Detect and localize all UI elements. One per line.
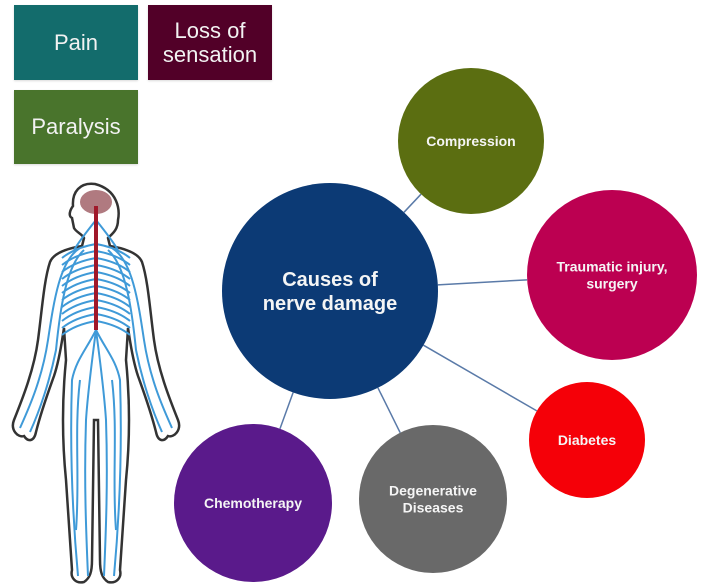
connector-line <box>377 387 401 434</box>
cause-node-traumatic-injury-surgery-label: Traumatic injury, <box>557 259 668 275</box>
cause-node-traumatic-injury-surgery-label: surgery <box>586 275 638 291</box>
nerve-path <box>61 257 131 273</box>
symptom-label: Paralysis <box>31 114 121 139</box>
connector-line <box>437 279 528 286</box>
nerve-path <box>19 247 81 429</box>
cause-node-chemotherapy: Chemotherapy <box>174 424 332 582</box>
cause-node-degenerative-diseases-circle <box>359 425 507 573</box>
nerve-path <box>61 299 131 315</box>
nerve-path <box>84 329 97 577</box>
nerve-path <box>73 219 97 251</box>
central-node-label: nerve damage <box>263 293 398 315</box>
nerve-path <box>111 247 173 429</box>
nerve-path <box>61 271 131 287</box>
nerve-path <box>75 379 81 531</box>
nerve-path <box>107 249 163 433</box>
cause-node-diabetes-label: Diabetes <box>558 432 617 448</box>
central-node-label: Causes of <box>282 269 378 291</box>
nerves <box>19 219 173 577</box>
cause-node-compression-circle <box>398 68 544 214</box>
nerve-path <box>61 313 131 329</box>
nerve-path <box>61 292 131 308</box>
symptom-box-pain: Pain <box>14 5 138 80</box>
connector-line <box>423 344 538 412</box>
cause-node-chemotherapy-label: Chemotherapy <box>204 495 302 511</box>
symptom-box-paralysis: Paralysis <box>14 90 138 164</box>
nerve-path <box>95 219 119 251</box>
cause-node-degenerative-diseases-label: Degenerative <box>389 483 477 499</box>
cause-node-chemotherapy-circle <box>174 424 332 582</box>
nerve-path <box>70 329 97 577</box>
connector-line <box>403 193 422 213</box>
connector-line <box>279 392 294 430</box>
nerve-path <box>95 329 122 577</box>
brain-icon <box>80 190 112 214</box>
cause-node-compression-label: Compression <box>426 133 515 149</box>
cause-node-traumatic-injury-surgery-circle <box>527 190 697 360</box>
cause-node-traumatic-injury-surgery: Traumatic injury,surgery <box>527 190 697 360</box>
nerve-path <box>111 379 117 531</box>
body-outline <box>11 182 181 584</box>
cause-node-diabetes-circle <box>529 382 645 498</box>
symptom-label: Pain <box>53 29 99 55</box>
cause-node-compression: Compression <box>398 68 544 214</box>
nerve-path <box>61 306 131 322</box>
nerve-path <box>61 320 131 336</box>
nerve-path <box>61 264 131 280</box>
cause-node-degenerative-diseases-label: Diseases <box>403 499 464 515</box>
nerve-path <box>29 249 85 433</box>
nerve-path <box>95 329 108 577</box>
cause-node-diabetes: Diabetes <box>529 382 645 498</box>
central-node-circle <box>222 183 438 399</box>
nervous-system-figure <box>11 182 181 584</box>
nerve-path <box>61 285 131 301</box>
